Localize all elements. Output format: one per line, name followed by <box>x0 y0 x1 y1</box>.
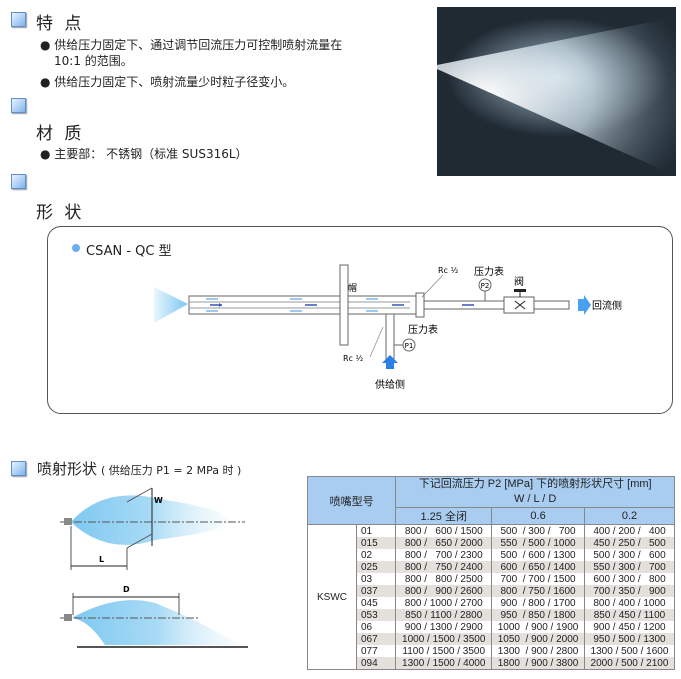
section-marker-icon <box>11 12 26 27</box>
return-side-label: 回流侧 <box>592 299 622 312</box>
rc-top-label: Rc ½ <box>438 266 459 275</box>
model-cell: 02 <box>355 549 397 561</box>
material-title: 材 质 <box>36 124 85 144</box>
model-cell: 025 <box>355 561 397 573</box>
value-cell: 1000 / 1500 / 3500 <box>395 633 493 645</box>
value-cell: 900 / 1300 / 2900 <box>395 621 493 633</box>
pressure-header-2: 0.6 <box>491 507 585 525</box>
value-cell: 700 / 350 / 900 <box>583 585 676 597</box>
model-cell: 06 <box>355 621 397 633</box>
value-cell: 1300 / 1500 / 4000 <box>395 657 493 670</box>
value-cell: 1050 / 900 / 2000 <box>491 633 585 645</box>
valve-label: 阀 <box>514 275 524 288</box>
feature-bullet-2: ● 供给压力固定下、喷射流量少时粒子径变小。 <box>40 75 295 89</box>
section-marker-icon <box>11 461 26 476</box>
value-cell: 1300 / 900 / 2800 <box>491 645 585 657</box>
l-label: L <box>99 555 104 564</box>
model-cell: 053 <box>355 609 397 621</box>
main-header: 下记回流压力 P2 [MPa] 下的喷射形状尺寸 [mm]W / L / D <box>395 476 675 508</box>
model-cell: 015 <box>355 537 397 549</box>
model-cell: 077 <box>355 645 397 657</box>
value-cell: 400 / 200 / 400 <box>583 524 676 537</box>
spray-title: 喷射形状( 供给压力 P1 = 2 MPa 时 ) <box>37 460 242 478</box>
value-cell: 850 / 1100 / 2800 <box>395 609 493 621</box>
value-cell: 450 / 250 / 500 <box>583 537 676 549</box>
material-bullet: ● 主要部： 不锈钢（标准 SUS316L） <box>40 147 248 161</box>
value-cell: 850 / 450 / 1100 <box>583 609 676 621</box>
value-cell: 600 / 300 / 800 <box>583 573 676 585</box>
nozzle-cross-section-diagram: P1 P2 帽 Rc ½ 压力表 阀 回流侧 压力表 Rc ½ 供给侧 <box>154 264 622 391</box>
shape-diagram-frame <box>47 226 673 414</box>
pressure-header-1: 1.25 全闭 <box>395 507 493 525</box>
model-cell: 067 <box>355 633 397 645</box>
value-cell: 800 / 600 / 1500 <box>395 524 493 537</box>
value-cell: 800 / 1000 / 2700 <box>395 597 493 609</box>
value-cell: 600 / 650 / 1400 <box>491 561 585 573</box>
value-cell: 800 / 750 / 1600 <box>491 585 585 597</box>
value-cell: 1000 / 900 / 1900 <box>491 621 585 633</box>
value-cell: 1800 / 900 / 3800 <box>491 657 585 670</box>
features-title: 特 点 <box>36 14 85 34</box>
model-cell: 01 <box>355 524 397 537</box>
model-cell: 037 <box>355 585 397 597</box>
d-label: D <box>123 585 130 594</box>
value-cell: 800 / 750 / 2400 <box>395 561 493 573</box>
series-cell: KSWC <box>307 524 357 670</box>
model-cell: 03 <box>355 573 397 585</box>
col-model-header: 喷嘴型号 <box>306 476 397 525</box>
value-cell: 550 / 500 / 1000 <box>491 537 585 549</box>
spray-shape-diagram: W L D <box>60 487 248 648</box>
value-cell: 550 / 300 / 700 <box>583 561 676 573</box>
section-marker-icon <box>11 174 26 189</box>
supply-side-label: 供给侧 <box>375 378 405 391</box>
shape-title: 形 状 <box>36 203 85 223</box>
p1-gauge-label: P1 <box>405 342 414 350</box>
value-cell: 700 / 700 / 1500 <box>491 573 585 585</box>
bullet-dot-icon <box>72 244 80 252</box>
value-cell: 800 / 800 / 2500 <box>395 573 493 585</box>
model-cell: 094 <box>355 657 397 670</box>
spray-dimension-table: 喷嘴型号 下记回流压力 P2 [MPa] 下的喷射形状尺寸 [mm]W / L … <box>306 476 676 670</box>
value-cell: 900 / 450 / 1200 <box>583 621 676 633</box>
value-cell: 950 / 500 / 1300 <box>583 633 676 645</box>
feature-bullet-1: ● 供给压力固定下、通过调节回流压力可控制喷射流量在 <box>40 38 343 52</box>
w-label: W <box>154 496 163 505</box>
value-cell: 500 / 300 / 600 <box>583 549 676 561</box>
section-marker-icon <box>11 98 26 113</box>
spray-photo <box>437 7 676 176</box>
value-cell: 500 / 300 / 700 <box>491 524 585 537</box>
value-cell: 900 / 800 / 1700 <box>491 597 585 609</box>
value-cell: 1100 / 1500 / 3500 <box>395 645 493 657</box>
value-cell: 800 / 400 / 1000 <box>583 597 676 609</box>
value-cell: 800 / 700 / 2300 <box>395 549 493 561</box>
value-cell: 800 / 650 / 2000 <box>395 537 493 549</box>
feature-bullet-1-cont: 10:1 的范围。 <box>54 54 133 68</box>
value-cell: 2000 / 500 / 2100 <box>583 657 676 670</box>
value-cell: 800 / 900 / 2600 <box>395 585 493 597</box>
gauge1-label: 压力表 <box>408 323 438 336</box>
model-cell: 045 <box>355 597 397 609</box>
model-name: CSAN - QC 型 <box>86 244 172 259</box>
cap-label: 帽 <box>348 282 357 294</box>
pressure-header-3: 0.2 <box>583 507 676 525</box>
value-cell: 500 / 600 / 1300 <box>491 549 585 561</box>
gauge2-label: 压力表 <box>474 265 504 278</box>
rc-bottom-label: Rc ½ <box>343 354 364 363</box>
value-cell: 950 / 850 / 1800 <box>491 609 585 621</box>
value-cell: 1300 / 500 / 1600 <box>583 645 676 657</box>
p2-gauge-label: P2 <box>481 282 490 290</box>
